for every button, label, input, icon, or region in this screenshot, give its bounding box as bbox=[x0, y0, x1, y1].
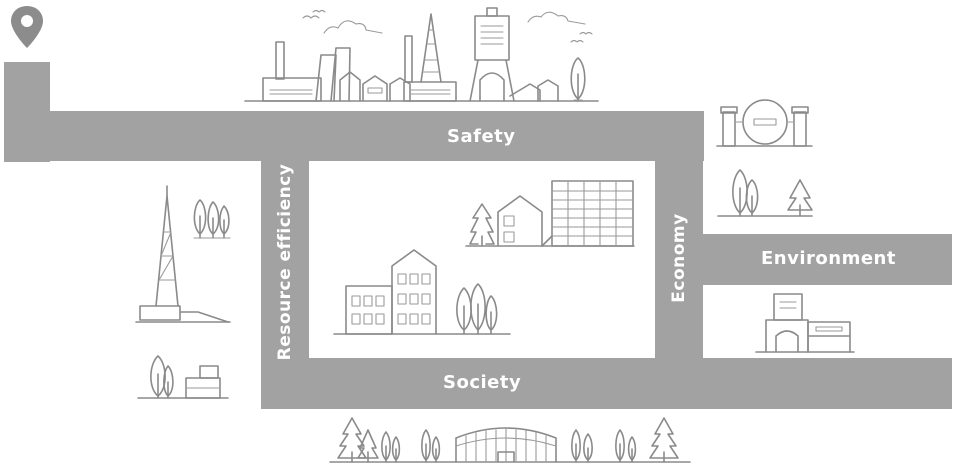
trees-icon bbox=[717, 169, 813, 217]
label-resource-efficiency: Resource efficiency bbox=[275, 163, 295, 361]
label-society: Society bbox=[443, 372, 522, 393]
industrial-skyline-icon bbox=[244, 7, 599, 102]
road-society-segment bbox=[261, 358, 952, 409]
factory-building-icon bbox=[755, 293, 855, 353]
city-buildings-icon bbox=[333, 180, 635, 335]
road-environment-segment bbox=[655, 234, 952, 285]
shed-icon bbox=[137, 355, 229, 399]
drilling-rig-icon bbox=[135, 185, 231, 323]
storage-tank-icon bbox=[716, 99, 813, 147]
stadium-forest-icon bbox=[329, 417, 691, 463]
road-safety-segment bbox=[4, 111, 704, 161]
road-network bbox=[4, 62, 952, 409]
label-economy: Economy bbox=[669, 213, 689, 303]
label-environment: Environment bbox=[761, 248, 896, 269]
label-safety: Safety bbox=[447, 126, 516, 147]
location-pin-icon bbox=[11, 6, 43, 48]
